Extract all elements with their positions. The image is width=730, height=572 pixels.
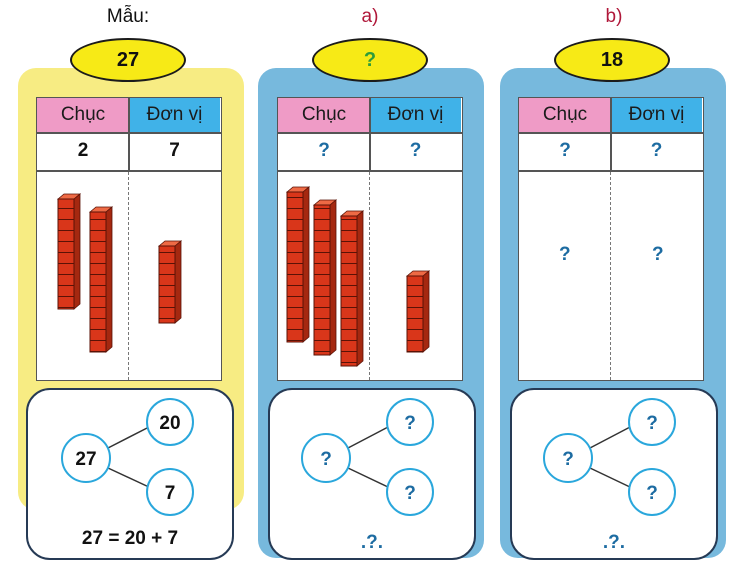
part-b-number-bond: ? ? ? — [543, 398, 676, 516]
whole-answer-field: ? — [320, 449, 332, 470]
tens-rod-block — [56, 193, 82, 310]
whole-circle — [301, 433, 351, 483]
units-value: 7 — [169, 140, 180, 161]
sample-place-value-table: Chục Đơn vị 2 7 — [36, 97, 222, 381]
tens-answer-field[interactable]: ? — [559, 140, 571, 161]
sample-number-oval: 27 — [70, 38, 186, 82]
tens-part-circle — [386, 398, 434, 446]
sample-decomposition-box: 27 20 7 27 = 20 + 7 — [26, 388, 234, 560]
units-part-answer-field: ? — [646, 483, 658, 504]
part-a-number-oval[interactable]: ? — [312, 38, 428, 82]
tens-part-answer-field: ? — [404, 413, 416, 434]
part-a-label: a) — [361, 6, 379, 27]
part-b-equation-answer-field[interactable]: .?. — [602, 532, 626, 553]
tens-rod-block — [88, 206, 114, 353]
units-blocks-answer-field[interactable]: ? — [652, 244, 664, 265]
unit-cubes-stack — [157, 240, 183, 324]
tens-rod-block — [339, 210, 365, 367]
sample-equation: 27 = 20 + 7 — [81, 528, 179, 549]
whole-circle — [61, 433, 111, 483]
units-part-circle — [628, 468, 676, 516]
units-answer-field[interactable]: ? — [650, 140, 663, 161]
tens-rod-block — [285, 186, 311, 343]
units-part-circle — [146, 468, 194, 516]
whole-value: 27 — [75, 449, 96, 470]
part-a-base-ten-blocks — [285, 186, 431, 367]
sample-number-bond: 27 20 7 — [61, 398, 194, 516]
tens-answer-field[interactable]: ? — [318, 140, 330, 161]
tens-header: Chục — [278, 98, 370, 132]
units-header: Đơn vị — [611, 98, 702, 132]
part-b-number-oval: 18 — [554, 38, 670, 82]
sample-base-ten-blocks — [56, 193, 183, 353]
tens-part-answer-field: ? — [646, 413, 658, 434]
tens-blocks-answer-field[interactable]: ? — [559, 244, 571, 265]
sample-label: Mẫu: — [106, 6, 150, 27]
whole-circle — [543, 433, 593, 483]
tens-value: 2 — [77, 140, 89, 161]
part-b-place-value-table: Chục Đơn vị ? ? ? ? — [518, 97, 704, 381]
units-answer-field[interactable]: ? — [409, 140, 422, 161]
part-a-place-value-table: Chục Đơn vị ? ? — [277, 97, 463, 381]
units-part-answer-field: ? — [404, 483, 416, 504]
units-part-value: 7 — [165, 483, 176, 504]
tens-part-circle — [146, 398, 194, 446]
tens-part-value: 20 — [159, 413, 180, 434]
units-header: Đơn vị — [370, 98, 461, 132]
part-a-number-bond: ? ? ? — [301, 398, 434, 516]
tens-rod-block — [312, 199, 338, 356]
tens-part-circle — [628, 398, 676, 446]
part-a-decomposition-box: ? ? ? .?. — [268, 388, 476, 560]
tens-header: Chục — [37, 98, 129, 132]
whole-answer-field: ? — [562, 449, 574, 470]
units-header: Đơn vị — [129, 98, 220, 132]
part-b-decomposition-box: ? ? ? .?. — [510, 388, 718, 560]
part-a-equation-answer-field[interactable]: .?. — [360, 532, 384, 553]
units-part-circle — [386, 468, 434, 516]
tens-header: Chục — [519, 98, 611, 132]
unit-cubes-stack — [405, 270, 431, 353]
part-b-label: b) — [605, 6, 623, 27]
